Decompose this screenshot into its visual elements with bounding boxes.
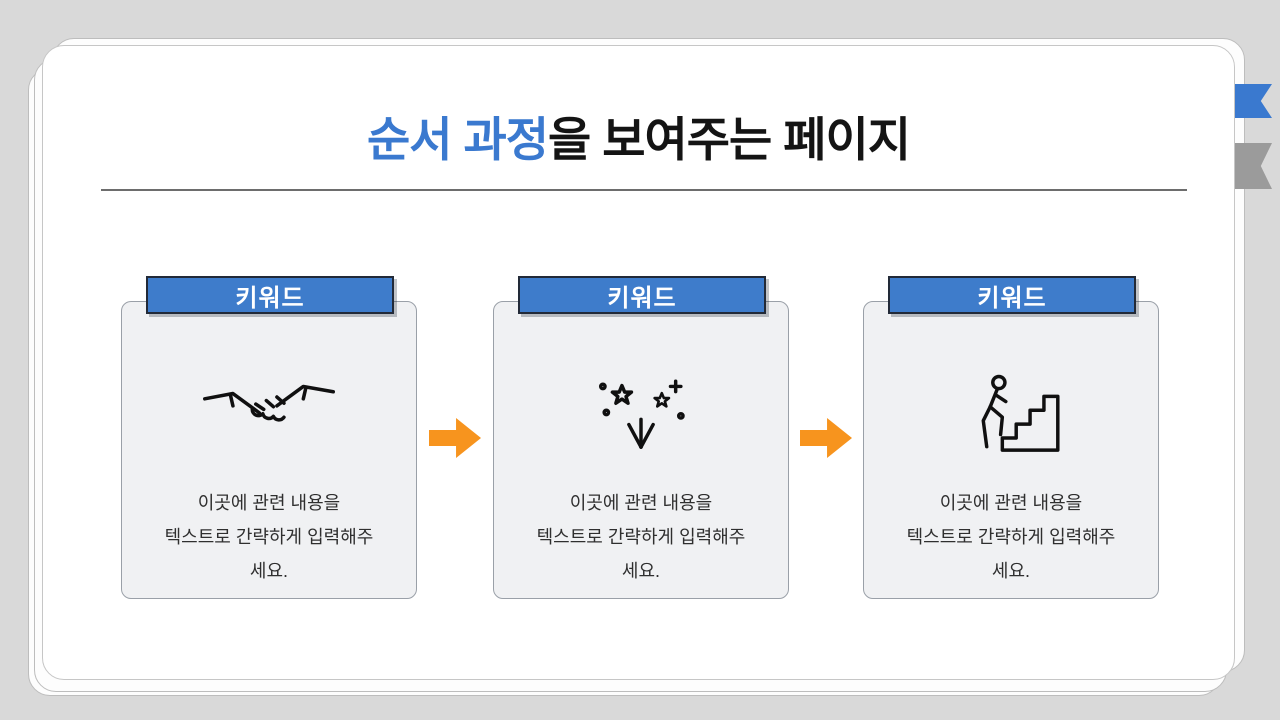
arrow-right-icon — [429, 418, 481, 458]
step-body-3: 이곳에 관련 내용을 텍스트로 간략하게 입력해주 세요. — [864, 302, 1158, 598]
step-description-line: 세요. — [991, 561, 1031, 581]
page-title-rest: 을 보여주는 페이지 — [547, 113, 911, 166]
stairs-climb-icon — [959, 356, 1063, 468]
step-description-line: 이곳에 관련 내용을 — [569, 493, 713, 513]
title-divider — [101, 189, 1187, 191]
step-description-line: 세요. — [249, 561, 289, 581]
step-body-2: 이곳에 관련 내용을 텍스트로 간략하게 입력해주 세요. — [494, 302, 788, 598]
step-description-line: 세요. — [621, 561, 661, 581]
step-description-1: 이곳에 관련 내용을 텍스트로 간략하게 입력해주 세요. — [165, 486, 374, 588]
handshake-icon — [203, 356, 335, 468]
bookmark-ribbon-gray-icon — [1232, 143, 1272, 189]
step-header-3: 키워드 — [888, 276, 1136, 314]
step-description-line: 이곳에 관련 내용을 — [939, 493, 1083, 513]
step-description-line: 텍스트로 간략하게 입력해주 — [906, 527, 1116, 547]
step-card-2: 키워드 이곳에 관련 내용을 — [493, 276, 789, 599]
step-description-line: 텍스트로 간략하게 입력해주 — [164, 527, 374, 547]
step-header-2: 키워드 — [518, 276, 766, 314]
step-header-1: 키워드 — [146, 276, 394, 314]
fireworks-icon — [589, 356, 693, 468]
page-title-highlight: 순서 과정 — [366, 113, 549, 166]
step-card-3: 키워드 이곳에 관련 내용을 텍스트로 간략하게 입력해주 세요. — [863, 276, 1159, 599]
slide: 순서 과정을 보여주는 페이지 키워드 — [42, 45, 1235, 680]
step-description-line: 이곳에 관련 내용을 — [197, 493, 341, 513]
arrow-right-icon — [800, 418, 852, 458]
step-body-1: 이곳에 관련 내용을 텍스트로 간략하게 입력해주 세요. — [122, 302, 416, 598]
bookmark-ribbon-blue-icon — [1232, 84, 1272, 118]
step-description-line: 텍스트로 간략하게 입력해주 — [536, 527, 746, 547]
step-description-3: 이곳에 관련 내용을 텍스트로 간략하게 입력해주 세요. — [907, 486, 1116, 588]
step-description-2: 이곳에 관련 내용을 텍스트로 간략하게 입력해주 세요. — [537, 486, 746, 588]
step-card-1: 키워드 이곳에 관련 내용을 텍스트로 — [121, 276, 417, 599]
page-title: 순서 과정을 보여주는 페이지 — [43, 101, 1234, 170]
